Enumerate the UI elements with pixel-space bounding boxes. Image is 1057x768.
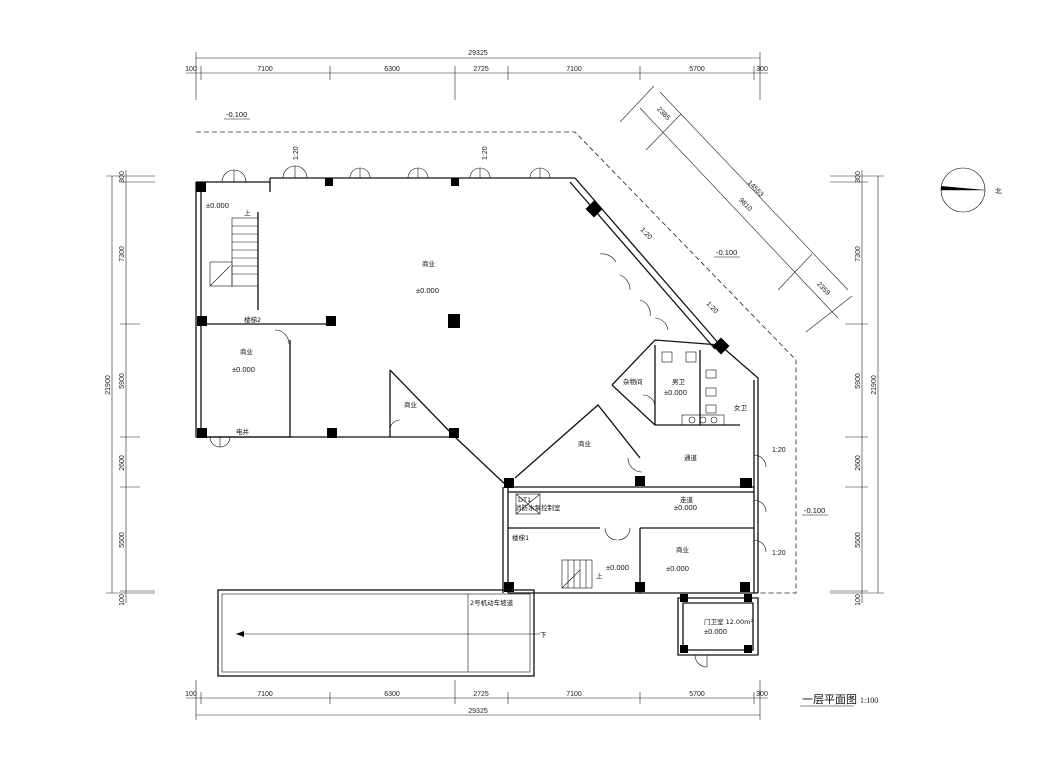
room-corridor: 走道 <box>680 495 694 504</box>
top-dim-2: 7100 <box>257 66 273 73</box>
left-dim-4: 2600 <box>119 455 126 471</box>
drawing-title: 一层平面图 1:100 <box>800 693 878 707</box>
left-overall-dim: 21900 <box>105 375 112 395</box>
room-elec: 电井 <box>236 427 250 436</box>
level-outer-nw: -0.100 <box>226 110 247 119</box>
level-stair1: ±0.000 <box>606 563 629 572</box>
bottom-dim-5: 7100 <box>566 691 582 698</box>
top-dim-4: 2725 <box>473 66 489 73</box>
bottom-dim-2: 7100 <box>257 691 273 698</box>
left-dim-6: 100 <box>119 594 126 606</box>
stair-1-treads <box>561 559 593 589</box>
bottom-dim-7: 300 <box>756 691 768 698</box>
slope-5: 1:20 <box>772 447 786 454</box>
top-dimension-chain: 29325 100 7100 6300 2725 7100 5700 300 <box>185 50 768 100</box>
bottom-dimension-chain: 100 7100 6300 2725 7100 5700 300 29325 <box>185 680 768 720</box>
structural-columns <box>196 178 752 653</box>
stair2-up-label: 上 <box>244 208 251 217</box>
level-stair2: ±0.000 <box>206 201 229 210</box>
diag-dim-4: 2359 <box>815 281 831 297</box>
ramp-down-label: 下 <box>540 631 547 639</box>
right-dim-4: 2600 <box>855 455 862 471</box>
level-se-shop: ±0.000 <box>666 564 689 573</box>
door-swings <box>209 165 767 668</box>
diag-dim-2: 14553 <box>746 180 765 199</box>
diag-dim-1: 2385 <box>655 106 671 122</box>
room-stair1: 楼梯1 <box>512 533 529 542</box>
right-dim-1: 300 <box>855 171 862 183</box>
top-dim-1: 100 <box>185 66 197 73</box>
room-fire-tag: DT1 <box>518 496 531 504</box>
room-storage: 杂物间 <box>623 377 643 386</box>
bottom-overall-dim: 29325 <box>468 708 488 715</box>
left-dim-3: 5900 <box>119 373 126 389</box>
room-toilet-women: 女卫 <box>734 403 748 412</box>
toilet-fixtures <box>661 351 725 426</box>
room-fire-control: 消防水泵控制室 <box>515 503 561 512</box>
top-dim-3: 6300 <box>384 66 400 73</box>
slope-4: 1:20 <box>705 301 720 316</box>
right-overall-dim: 21900 <box>871 375 878 395</box>
left-dimension-chain: 21900 300 7300 5900 2600 5500 100 <box>105 170 155 606</box>
level-guard: ±0.000 <box>704 627 727 636</box>
top-overall-dim: 29325 <box>468 50 488 57</box>
drawing-scale: 1:100 <box>860 696 878 705</box>
room-tri-shop: 商业 <box>404 400 418 409</box>
level-toilet: ±0.000 <box>664 388 687 397</box>
room-labels: 商业 商业 商业 商业 商业 楼梯2 楼梯1 杂物间 男卫 女卫 通道 走道 电… <box>236 208 754 639</box>
slope-marks: 1:20 1:20 1:20 1:20 1:20 1:20 <box>293 146 786 557</box>
site-boundary-line <box>196 131 797 594</box>
fire-control-box <box>515 493 541 515</box>
room-stair2: 楼梯2 <box>244 315 261 324</box>
right-dim-5: 5500 <box>855 532 862 548</box>
room-ramp: 2号机动车坡道 <box>470 598 514 607</box>
room-mid-shop: 商业 <box>578 439 592 448</box>
level-outer-e: -0.100 <box>804 506 825 515</box>
slope-3: 1:20 <box>639 227 654 242</box>
drawing-title-text: 一层平面图 <box>802 693 857 706</box>
top-dim-7: 300 <box>756 66 768 73</box>
slope-2: 1:20 <box>482 146 489 160</box>
top-dim-6: 5700 <box>689 66 705 73</box>
bottom-dim-4: 2725 <box>473 691 489 698</box>
level-main-shop: ±0.000 <box>416 286 439 295</box>
top-dim-5: 7100 <box>566 66 582 73</box>
bottom-dim-6: 5700 <box>689 691 705 698</box>
slope-1: 1:20 <box>293 146 300 160</box>
right-dim-6: 100 <box>855 594 862 606</box>
right-dim-3: 5900 <box>855 373 862 389</box>
level-marks: -0.100 -0.100 -0.100 ±0.000 ±0.000 ±0.00… <box>206 110 828 636</box>
stair-2-treads <box>209 217 259 287</box>
diagonal-dimension-chain: 2385 14553 9810 2359 <box>619 85 853 333</box>
left-dim-5: 5500 <box>119 532 126 548</box>
left-dim-1: 300 <box>119 171 126 183</box>
right-dim-2: 7300 <box>855 246 862 262</box>
room-west-shop: 商业 <box>240 347 254 356</box>
slope-6: 1:20 <box>772 550 786 557</box>
building-walls <box>195 177 759 656</box>
bottom-dim-1: 100 <box>185 691 197 698</box>
room-se-shop: 商业 <box>676 545 690 554</box>
left-dim-2: 7300 <box>119 246 126 262</box>
room-passage: 通道 <box>684 453 698 462</box>
level-outer-ne: -0.100 <box>716 248 737 257</box>
bottom-dim-3: 6300 <box>384 691 400 698</box>
level-west-shop: ±0.000 <box>232 365 255 374</box>
room-guard: 门卫室 12.00m² <box>704 617 754 626</box>
diag-dim-3: 9810 <box>737 197 753 213</box>
level-corridor: ±0.000 <box>674 503 697 512</box>
room-toilet-men: 男卫 <box>672 378 686 386</box>
room-main-shop: 商业 <box>422 259 436 268</box>
stair1-up-label: 上 <box>596 571 603 580</box>
north-label: 北 <box>995 187 1002 195</box>
vehicle-ramp <box>217 589 540 677</box>
north-arrow: 北 <box>940 167 1002 213</box>
right-dimension-chain: 300 7300 5900 2600 5500 100 21900 <box>830 170 884 606</box>
